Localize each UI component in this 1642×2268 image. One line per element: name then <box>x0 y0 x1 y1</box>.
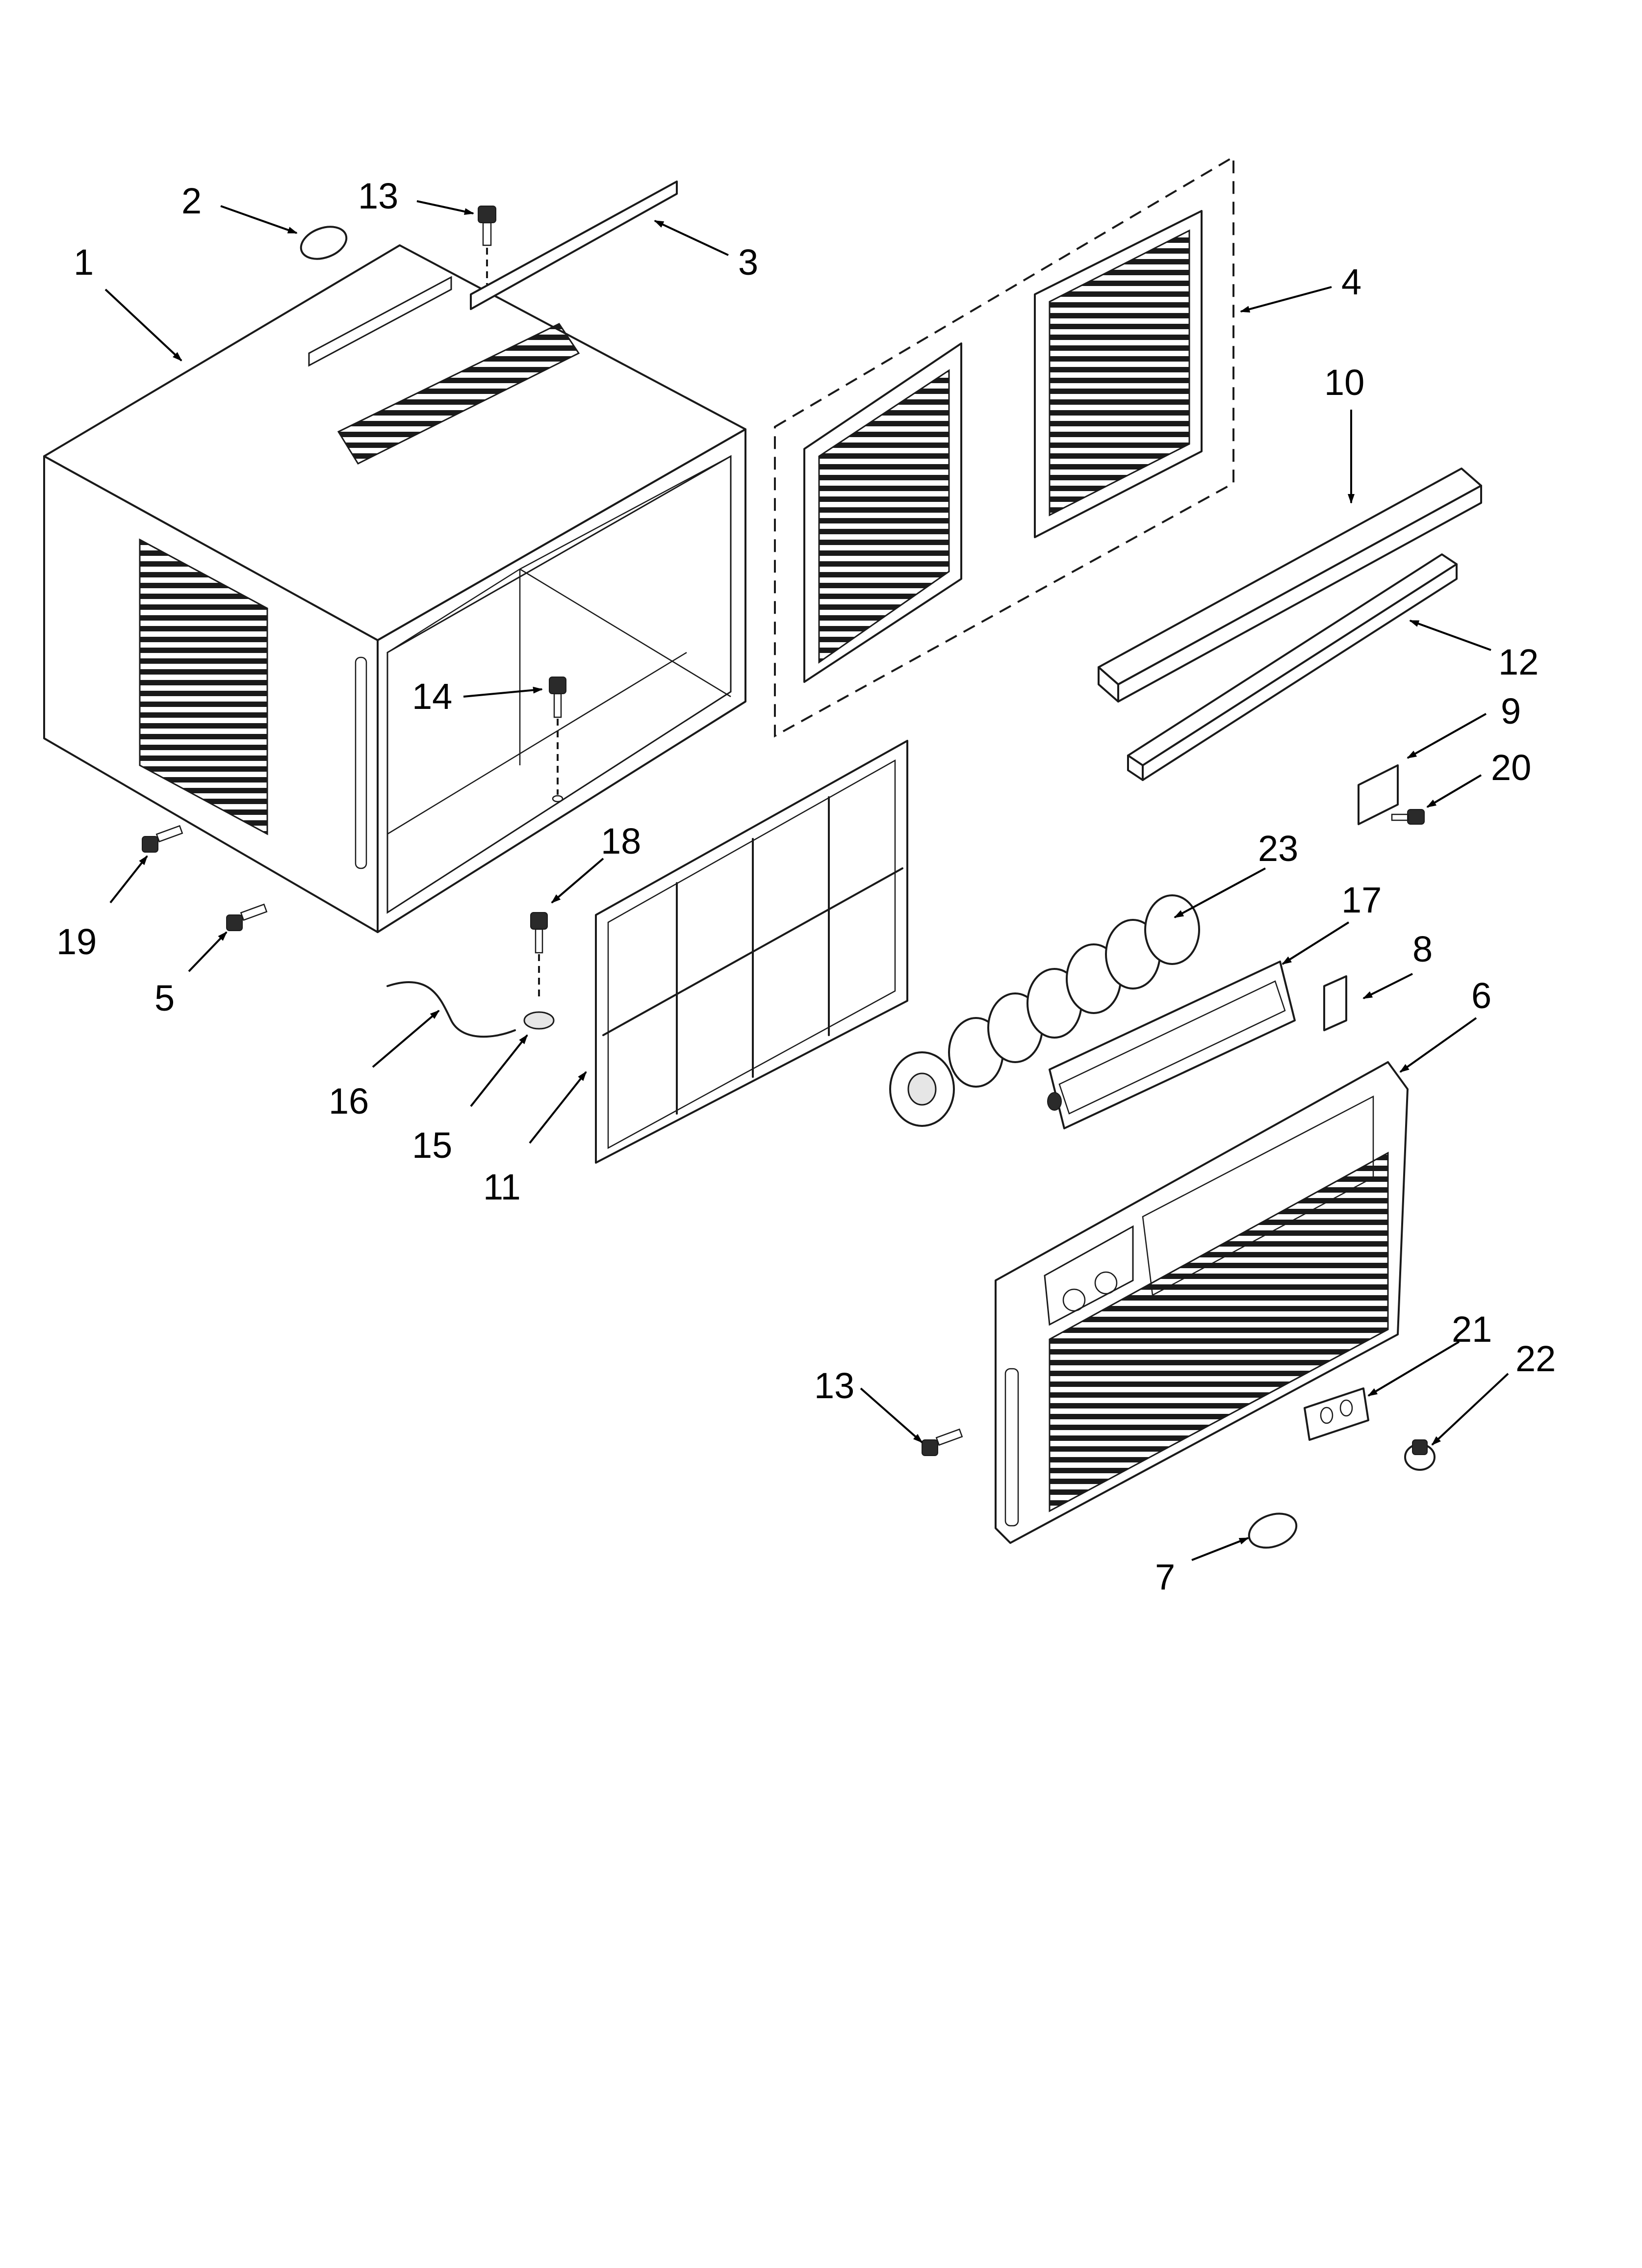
side-curtain-part <box>774 155 1234 738</box>
callout-10: 10 <box>1324 362 1364 403</box>
callout-17: 17 <box>1341 880 1382 920</box>
top-rail-part <box>470 181 678 310</box>
callout-19: 19 <box>56 921 97 962</box>
support-bar-part-10 <box>1098 468 1482 703</box>
callout-13b: 13 <box>814 1365 854 1406</box>
callout-8: 8 <box>1412 929 1433 969</box>
callout-5: 5 <box>154 978 175 1018</box>
screw-part-14 <box>549 677 566 803</box>
callout-12: 12 <box>1498 642 1539 682</box>
filter-frame-part <box>595 740 908 1164</box>
callout-2: 2 <box>181 181 202 221</box>
top-louver-vents <box>337 323 580 465</box>
callout-22: 22 <box>1515 1338 1556 1379</box>
callout-6: 6 <box>1471 975 1491 1016</box>
screw-part-13-bottom <box>922 1428 963 1456</box>
blower-wheel-part <box>889 894 1200 1127</box>
callout-23: 23 <box>1258 828 1298 869</box>
washer-part-15 <box>523 1011 555 1030</box>
screw-part-5 <box>226 903 268 931</box>
screw-part-19 <box>142 825 183 853</box>
callout-4: 4 <box>1341 261 1361 302</box>
wire-part-16 <box>386 981 516 1038</box>
callout-11: 11 <box>483 1167 521 1207</box>
callout-3: 3 <box>738 242 758 283</box>
callout-14: 14 <box>412 676 452 717</box>
knob-part-22 <box>1404 1439 1436 1471</box>
callout-16: 16 <box>329 1081 369 1121</box>
callout-7: 7 <box>1155 1557 1175 1597</box>
callout-21: 21 <box>1452 1309 1492 1350</box>
leader-lines <box>104 200 1509 1561</box>
screw-part-18 <box>530 912 548 1001</box>
oval-plug-part <box>300 226 348 260</box>
callout-9: 9 <box>1501 691 1521 731</box>
callout-18: 18 <box>601 821 641 861</box>
louver-assembly-part <box>1047 961 1296 1129</box>
callout-15: 15 <box>412 1125 452 1166</box>
bracket-part-9 <box>1358 764 1399 825</box>
oval-plug-part-7 <box>1248 1512 1298 1549</box>
callout-labels: 1 2 13 3 4 10 12 9 20 14 18 23 17 8 6 19… <box>56 176 1556 1597</box>
screw-part-20 <box>1391 809 1425 825</box>
support-bar-part-12 <box>1127 553 1458 781</box>
side-louver-vents <box>139 538 268 835</box>
callout-20: 20 <box>1491 747 1531 788</box>
clip-part-8 <box>1323 975 1347 1031</box>
screw-part-13-top <box>478 206 496 285</box>
callout-1: 1 <box>74 242 94 283</box>
front-grille-part <box>995 1061 1409 1544</box>
callout-13: 13 <box>358 176 398 216</box>
knob-plate-part <box>1304 1387 1369 1441</box>
